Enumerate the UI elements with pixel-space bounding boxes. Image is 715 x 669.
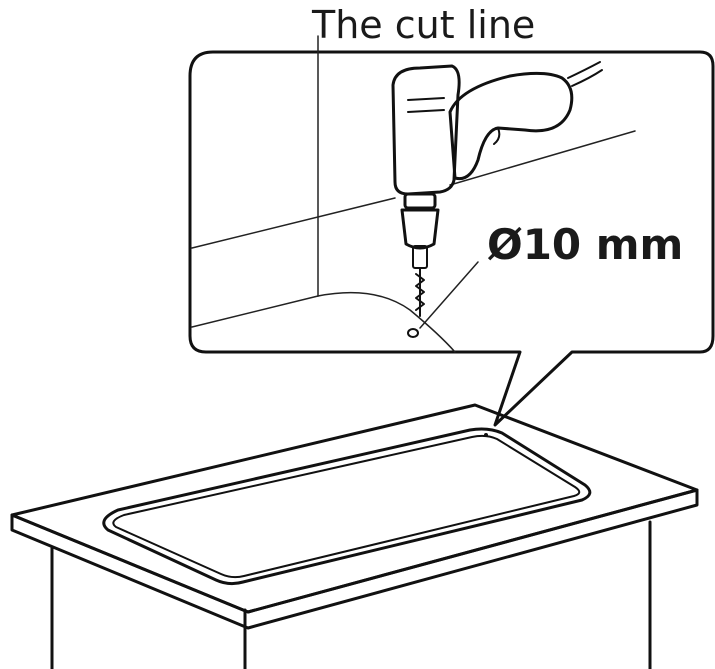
drill-hole-marker [484, 433, 488, 437]
sink-cutout [102, 427, 592, 586]
cut-line-label: The cut line [311, 3, 535, 47]
cabinet-legs [50, 520, 652, 669]
countertop-assembly [10, 403, 699, 669]
hole-diameter-label: Ø10 mm [487, 220, 683, 269]
callout-bubble [188, 50, 715, 427]
zoom-callout [188, 35, 715, 427]
power-drill-icon [391, 61, 603, 317]
zoom-surface-lines [191, 130, 636, 353]
sink-inner-edge [112, 434, 581, 579]
diameter-leader [419, 261, 479, 329]
countertop-top [10, 403, 699, 614]
hole-circle [407, 328, 419, 338]
